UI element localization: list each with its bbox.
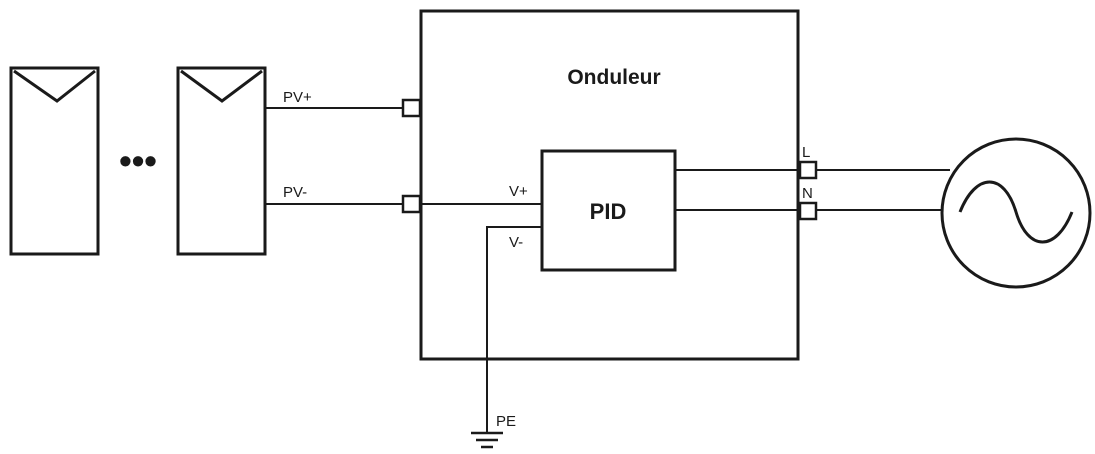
ground-symbol-icon (471, 431, 503, 449)
inverter-box (419, 9, 800, 361)
v-minus-label: V- (509, 234, 523, 251)
pv-minus-terminal (401, 194, 422, 214)
line-label: L (802, 144, 810, 161)
pid-label: PID (590, 199, 627, 224)
inverter-title: Onduleur (567, 66, 660, 89)
panel-ellipsis: ••• (119, 140, 157, 181)
line-terminal (798, 160, 818, 180)
ground-label: PE (496, 413, 516, 430)
neutral-terminal (798, 201, 818, 221)
pv-plus-label: PV+ (283, 89, 312, 106)
solar-panel-2 (176, 66, 267, 256)
solar-panel-1 (9, 66, 100, 256)
v-minus-ground-wire (486, 226, 542, 432)
pv-plus-terminal (401, 98, 422, 118)
ac-source-sine-wave-icon (940, 137, 1092, 289)
panel-2-triangle-icon (180, 69, 263, 103)
panel-1-triangle-icon (13, 69, 96, 103)
v-plus-label: V+ (509, 183, 528, 200)
pv-minus-label: PV- (283, 184, 307, 201)
neutral-label: N (802, 185, 813, 202)
